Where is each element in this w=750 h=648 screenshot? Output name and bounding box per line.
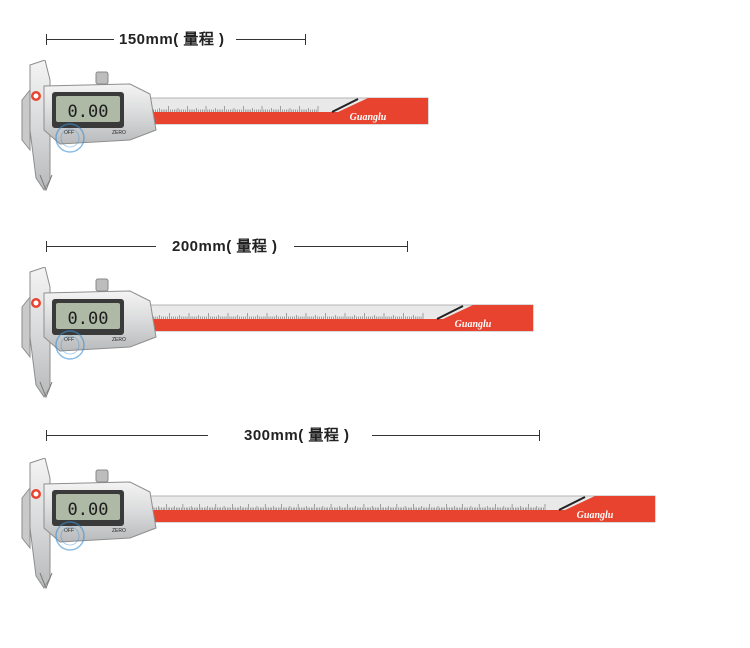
svg-text:ZERO: ZERO xyxy=(112,337,126,343)
svg-text:ZERO: ZERO xyxy=(112,528,126,534)
svg-text:Guanglu: Guanglu xyxy=(350,112,387,123)
svg-text:0.00: 0.00 xyxy=(68,500,109,520)
dimension-line: 150mm( 量程 ) xyxy=(46,30,306,50)
svg-text:ZERO: ZERO xyxy=(112,130,126,136)
svg-text:0.00: 0.00 xyxy=(68,309,109,329)
svg-text:OFF: OFF xyxy=(64,337,74,343)
svg-text:Guanglu: Guanglu xyxy=(577,510,614,521)
svg-text:OFF: OFF xyxy=(64,528,74,534)
dimension-line: 300mm( 量程 ) xyxy=(46,426,540,446)
svg-text:0.00: 0.00 xyxy=(68,102,109,122)
svg-text:OFF: OFF xyxy=(64,130,74,136)
svg-text:Guanglu: Guanglu xyxy=(455,319,492,330)
range-label: 200mm( 量程 ) xyxy=(172,238,278,255)
range-label: 150mm( 量程 ) xyxy=(119,31,225,48)
range-label: 300mm( 量程 ) xyxy=(244,427,350,444)
dimension-line: 200mm( 量程 ) xyxy=(46,237,408,257)
